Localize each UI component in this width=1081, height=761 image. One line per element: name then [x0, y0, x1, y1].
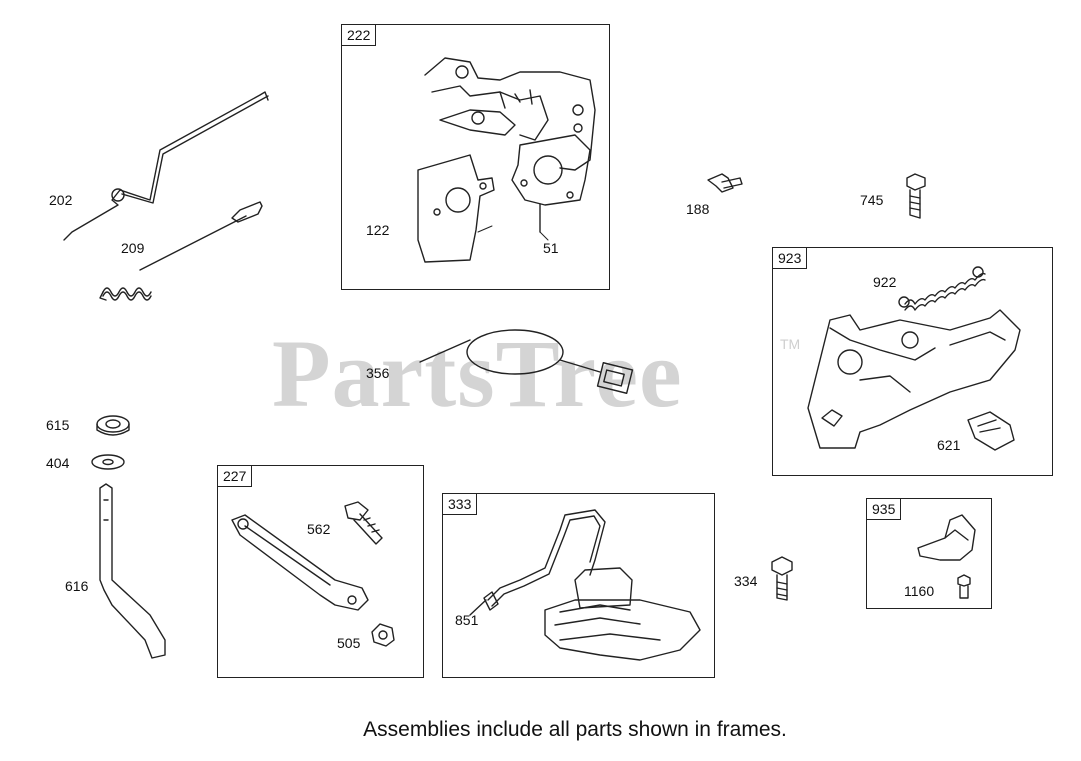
bolt-745 [906, 173, 926, 219]
bolt-334 [771, 556, 793, 601]
frame-label-333: 333 [442, 493, 478, 515]
gasket-51 [511, 134, 591, 233]
frame-923: 923 [772, 247, 1053, 476]
part-label-1160: 1160 [904, 583, 935, 599]
part-label-209: 209 [121, 240, 145, 256]
armature-333 [483, 509, 701, 661]
frame-227: 227 [217, 465, 424, 678]
part-label-334: 334 [734, 573, 758, 589]
governor-link-wire [63, 91, 269, 241]
part-label-122: 122 [366, 222, 390, 238]
bracket-935 [917, 514, 976, 561]
screw-562 [344, 501, 383, 545]
frame-label-923: 923 [772, 247, 808, 269]
part-label-922: 922 [873, 274, 897, 290]
frame-222: 222 [341, 24, 610, 290]
frame-label-935: 935 [866, 498, 902, 520]
bracket-227 [231, 514, 369, 611]
washer-404 [91, 454, 125, 470]
part-label-202: 202 [49, 192, 73, 208]
part-label-615: 615 [46, 417, 70, 433]
part-label-51: 51 [543, 240, 559, 256]
nut-615 [96, 415, 130, 436]
ground-wire-356 [419, 329, 634, 394]
trademark-mark: TM [780, 336, 801, 352]
part-label-505: 505 [337, 635, 361, 651]
lead-851 [469, 599, 487, 616]
control-bracket-923 [807, 309, 1021, 449]
part-label-356: 356 [366, 365, 390, 381]
clip-621 [967, 411, 1015, 451]
screw-188 [707, 173, 743, 193]
frame-333: 333 [442, 493, 715, 678]
part-label-621: 621 [937, 437, 961, 453]
nut-505 [371, 623, 395, 647]
part-label-562: 562 [307, 521, 331, 537]
part-label-745: 745 [860, 192, 884, 208]
spring-922 [898, 266, 986, 311]
part-label-404: 404 [46, 455, 70, 471]
gasket-122 [417, 154, 495, 263]
parts-tree-watermark: PartsTree [272, 320, 683, 427]
part-label-616: 616 [65, 578, 89, 594]
frame-label-222: 222 [341, 24, 377, 46]
frame-935: 935 [866, 498, 992, 609]
part-label-188: 188 [686, 201, 710, 217]
spring-link [99, 201, 263, 301]
frame-label-227: 227 [217, 465, 253, 487]
screw-1160 [957, 574, 971, 599]
diagram-caption: Assemblies include all parts shown in fr… [363, 718, 787, 741]
part-label-851: 851 [455, 612, 479, 628]
lever-616 [99, 483, 166, 659]
